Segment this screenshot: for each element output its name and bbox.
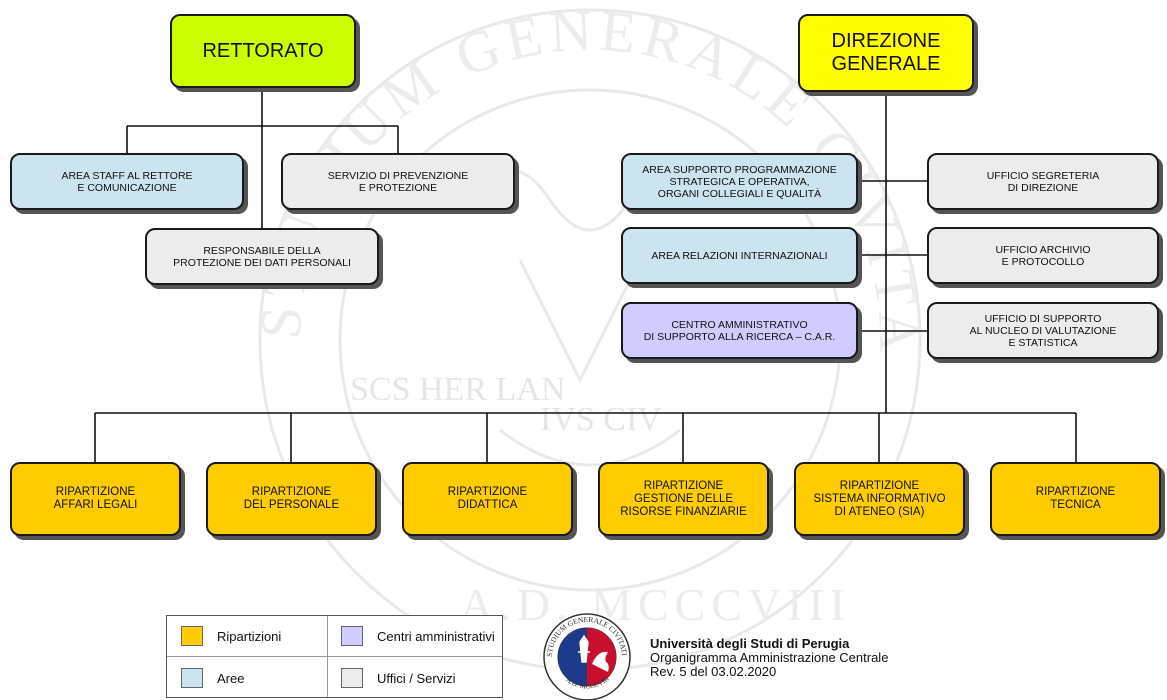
node-ufficio-archivio-label: UFFICIO ARCHIVIO E PROTOCOLLO [995, 243, 1091, 268]
legend-item-aree: Aree [181, 668, 244, 688]
legend-label: Uffici / Servizi [377, 670, 456, 686]
legend-divider-horizontal [167, 656, 502, 657]
node-ripartizione-label: RIPARTIZIONE DIDATTICA [447, 486, 528, 511]
legend-swatch-centri [341, 626, 363, 646]
node-ufficio-segreteria: UFFICIO SEGRETERIA DI DIREZIONE [927, 153, 1159, 210]
node-protezione-dati-label: RESPONSABILE DELLA PROTEZIONE DEI DATI P… [173, 244, 351, 269]
node-centro-car: CENTRO AMMINISTRATIVO DI SUPPORTO ALLA R… [621, 302, 858, 359]
node-area-staff-label: AREA STAFF AL RETTORE E COMUNICAZIONE [61, 169, 193, 194]
node-ripartizione-label: RIPARTIZIONE SISTEMA INFORMATIVO DI ATEN… [813, 479, 946, 518]
legend-item-centri: Centri amministrativi [341, 626, 495, 646]
legend-label: Centri amministrativi [377, 628, 495, 644]
node-ufficio-nucleo-label: UFFICIO DI SUPPORTO AL NUCLEO DI VALUTAZ… [969, 312, 1117, 349]
node-ripartizione-label: RIPARTIZIONE TECNICA [1035, 486, 1116, 511]
footer-revision: Rev. 5 del 03.02.2020 [650, 664, 777, 679]
node-direzione-generale: DIREZIONE GENERALE [798, 14, 974, 92]
node-area-relazioni-label: AREA RELAZIONI INTERNAZIONALI [651, 249, 828, 262]
node-area-relazioni: AREA RELAZIONI INTERNAZIONALI [621, 227, 858, 284]
university-seal: STUDIUM GENERALE CIVITATIS PERUSII A.D. … [540, 612, 631, 700]
node-servizio-prevenzione: SERVIZIO DI PREVENZIONE E PROTEZIONE [281, 153, 515, 210]
node-ripartizione-personale: RIPARTIZIONE DEL PERSONALE [206, 462, 377, 536]
node-rettorato: RETTORATO [170, 14, 356, 88]
legend: Ripartizioni Centri amministrativi Aree … [166, 615, 503, 698]
node-servizio-prevenzione-label: SERVIZIO DI PREVENZIONE E PROTEZIONE [327, 169, 469, 194]
node-ripartizione-sia: RIPARTIZIONE SISTEMA INFORMATIVO DI ATEN… [794, 462, 965, 536]
node-ripartizione-affari-legali: RIPARTIZIONE AFFARI LEGALI [10, 462, 181, 536]
node-centro-car-label: CENTRO AMMINISTRATIVO DI SUPPORTO ALLA R… [643, 318, 836, 343]
node-direzione-label: DIREZIONE GENERALE [831, 30, 941, 75]
node-ufficio-segreteria-label: UFFICIO SEGRETERIA DI DIREZIONE [986, 169, 1100, 194]
node-rettorato-label: RETTORATO [202, 39, 324, 62]
legend-item-uffici: Uffici / Servizi [341, 668, 456, 688]
node-ripartizione-label: RIPARTIZIONE DEL PERSONALE [243, 486, 340, 511]
footer-subtitle: Organigramma Amministrazione Centrale [650, 650, 889, 665]
node-ripartizione-didattica: RIPARTIZIONE DIDATTICA [402, 462, 573, 536]
legend-swatch-aree [181, 668, 203, 688]
node-area-supporto-label: AREA SUPPORTO PROGRAMMAZIONE STRATEGICA … [642, 163, 837, 200]
legend-swatch-uffici [341, 668, 363, 688]
legend-item-ripartizioni: Ripartizioni [181, 626, 281, 646]
node-protezione-dati: RESPONSABILE DELLA PROTEZIONE DEI DATI P… [145, 228, 379, 285]
node-ripartizione-tecnica: RIPARTIZIONE TECNICA [990, 462, 1161, 536]
legend-swatch-ripartizioni [181, 626, 203, 646]
node-area-supporto: AREA SUPPORTO PROGRAMMAZIONE STRATEGICA … [621, 153, 858, 210]
node-area-staff: AREA STAFF AL RETTORE E COMUNICAZIONE [10, 153, 244, 210]
footer-caption: Università degli Studi di Perugia Organi… [650, 637, 888, 679]
footer-university: Università degli Studi di Perugia [650, 636, 850, 651]
legend-label: Ripartizioni [217, 628, 282, 644]
node-ripartizione-risorse-finanziarie: RIPARTIZIONE GESTIONE DELLE RISORSE FINA… [598, 462, 769, 536]
node-ufficio-nucleo: UFFICIO DI SUPPORTO AL NUCLEO DI VALUTAZ… [927, 302, 1159, 359]
legend-label: Aree [217, 670, 245, 686]
node-ripartizione-label: RIPARTIZIONE AFFARI LEGALI [53, 486, 138, 511]
node-ufficio-archivio: UFFICIO ARCHIVIO E PROTOCOLLO [927, 227, 1159, 284]
node-ripartizione-label: RIPARTIZIONE GESTIONE DELLE RISORSE FINA… [620, 479, 747, 518]
